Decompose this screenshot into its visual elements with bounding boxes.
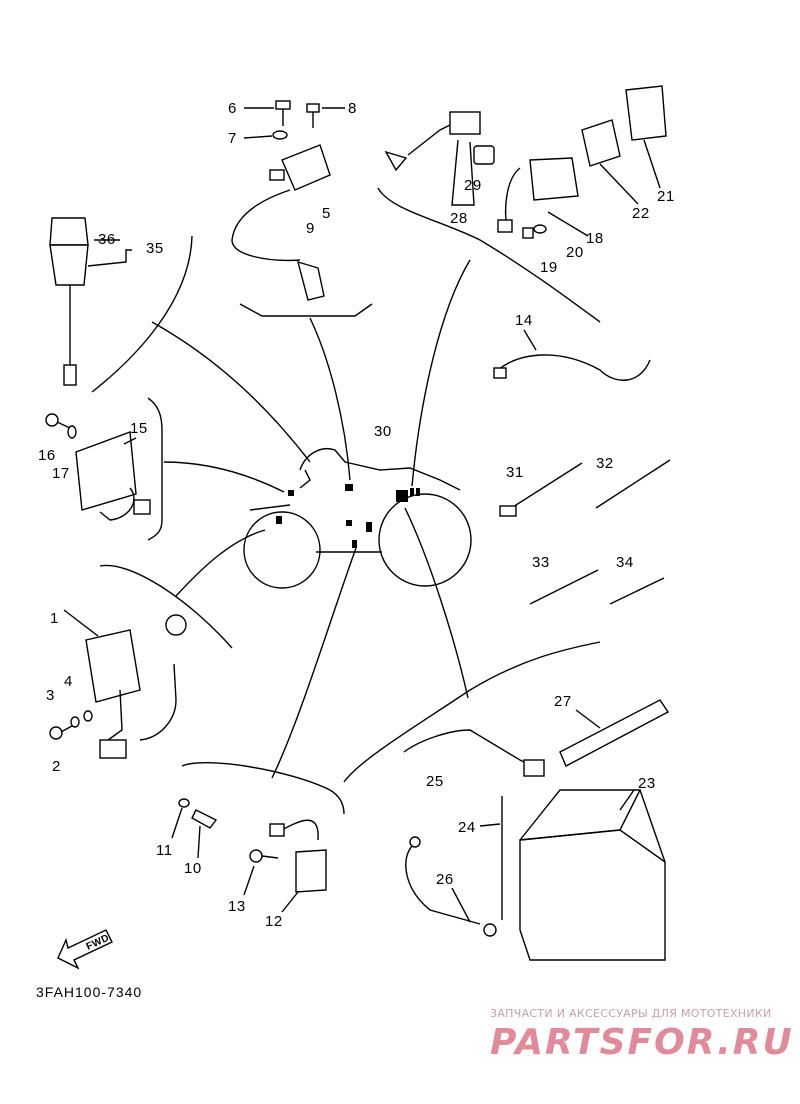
group-brackets — [91, 187, 601, 815]
callout-8: 8 — [348, 100, 357, 117]
callout-9: 9 — [306, 220, 315, 237]
callout-17: 17 — [52, 465, 70, 482]
callout-14: 14 — [515, 312, 533, 329]
callout-33: 33 — [532, 554, 550, 571]
callout-24: 24 — [458, 819, 476, 836]
washer-3 — [70, 716, 80, 728]
callout-31: 31 — [506, 464, 524, 481]
gasket-11 — [178, 798, 190, 808]
callout-23: 23 — [638, 775, 656, 792]
callout-26: 26 — [436, 871, 454, 888]
callout-18: 18 — [586, 230, 604, 247]
callout-30: 30 — [374, 423, 392, 440]
callout-28: 28 — [450, 210, 468, 227]
callout-leaders — [63, 107, 661, 923]
washer-4 — [83, 710, 93, 722]
wire-harness-14 — [497, 354, 651, 381]
fwd-label: FWD — [85, 932, 112, 952]
bolt-16 — [45, 413, 71, 429]
starter-relay-18 — [497, 157, 579, 233]
cdi-unit-1 — [85, 614, 187, 759]
callout-20: 20 — [566, 244, 584, 261]
callout-1: 1 — [50, 610, 59, 627]
cable-tie-34 — [609, 577, 665, 605]
callout-6: 6 — [228, 100, 237, 117]
callout-7: 7 — [228, 130, 237, 147]
cable-tie-31 — [504, 462, 583, 513]
callout-13: 13 — [228, 898, 246, 915]
callout-labels: 6 7 8 5 9 36 35 29 28 18 19 20 22 21 14 … — [38, 100, 675, 930]
callout-22: 22 — [632, 205, 650, 222]
watermark-tagline: ЗАПЧАСТИ И АКСЕССУАРЫ ДЛЯ МОТОТЕХНИКИ — [490, 1007, 772, 1020]
callout-15: 15 — [130, 420, 148, 437]
main-switch-36 — [49, 217, 89, 386]
nut-19 — [522, 227, 534, 239]
washer-20 — [533, 224, 547, 234]
callout-34: 34 — [616, 554, 634, 571]
callout-11: 11 — [156, 842, 173, 859]
callout-35: 35 — [146, 240, 164, 257]
bolt-8 — [306, 103, 320, 128]
callout-4: 4 — [64, 673, 73, 690]
rectifier-regulator-15 — [75, 431, 151, 521]
callout-27: 27 — [554, 693, 572, 710]
bolt-2 — [49, 725, 73, 740]
cable-tie-32 — [595, 459, 671, 509]
callout-19: 19 — [540, 259, 558, 276]
cable-tie-33 — [529, 569, 599, 605]
callout-10: 10 — [184, 860, 202, 877]
battery-lead-25 — [403, 729, 541, 771]
neutral-switch-10 — [191, 809, 218, 829]
bolt-6 — [275, 100, 291, 126]
watermark-brand: PARTSFOR.RU — [490, 1022, 794, 1063]
callout-2: 2 — [52, 758, 61, 775]
battery-lead-26 — [405, 845, 481, 925]
diagram-code: 3FAH100-7340 — [36, 984, 143, 1000]
ignition-coil-5 — [231, 144, 331, 301]
bolt-13 — [249, 849, 279, 863]
callout-16: 16 — [38, 447, 56, 464]
callout-32: 32 — [596, 455, 614, 472]
relay-22 — [581, 119, 621, 167]
relay-21 — [625, 85, 667, 141]
part-28 — [384, 111, 481, 172]
callout-25: 25 — [426, 773, 444, 790]
battery-band-27 — [559, 699, 670, 767]
callout-5: 5 — [322, 205, 331, 222]
fuse-29 — [473, 145, 495, 165]
fwd-arrow-icon: FWD — [57, 929, 113, 970]
motorcycle-outline — [243, 448, 472, 589]
washer-17 — [67, 425, 77, 439]
washer-7 — [272, 130, 288, 140]
callout-3: 3 — [46, 687, 55, 704]
callout-21: 21 — [657, 188, 675, 205]
callout-12: 12 — [265, 913, 283, 930]
pickup-coil-12 — [269, 819, 327, 893]
battery-23 — [519, 789, 666, 961]
